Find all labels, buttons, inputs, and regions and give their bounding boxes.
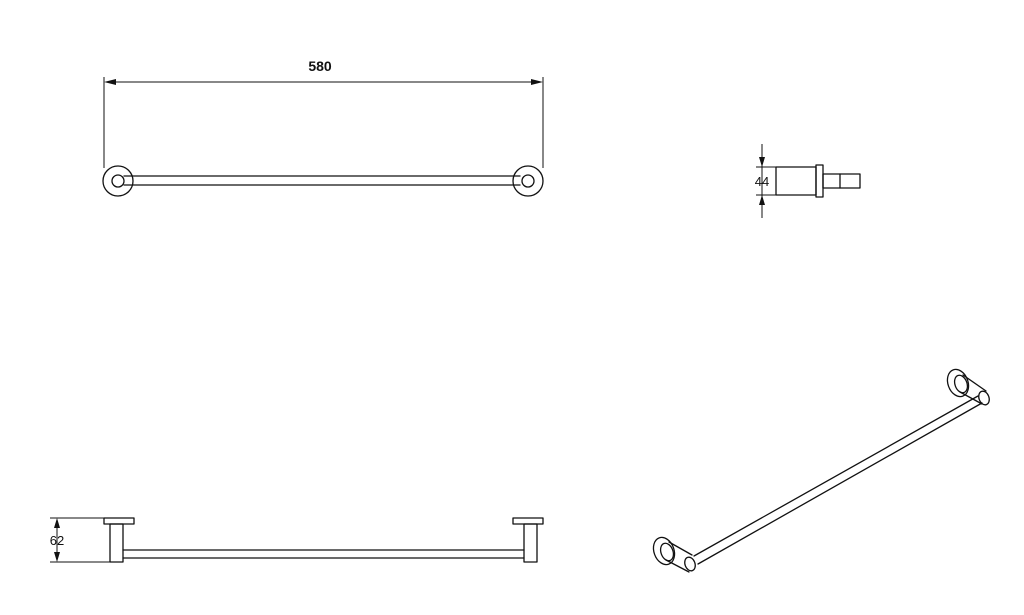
depth-arrow-bottom (759, 195, 765, 205)
iso-right-post-top (962, 374, 987, 392)
iso-right-post-end (978, 390, 990, 406)
iso-left-rosette (652, 536, 676, 566)
side-bar-stub (822, 173, 861, 189)
depth-arrow-top (759, 157, 765, 167)
iso-right-post-bottom (959, 391, 983, 405)
front-view: 62 (50, 517, 544, 563)
iso-right-rosette (946, 368, 970, 398)
length-dimension-label: 580 (308, 58, 332, 74)
side-mount-body (775, 166, 817, 196)
front-left-post (109, 523, 124, 563)
side-view: 44 44 (755, 144, 861, 218)
height-arrow-bottom (54, 552, 60, 562)
left-wall-rosette (102, 165, 134, 197)
iso-left-rosette-inner (659, 542, 675, 562)
iso-left-post-end (684, 556, 696, 572)
front-right-post (523, 523, 538, 563)
side-mount-flange (815, 164, 824, 198)
depth-dimension-text: 44 (755, 174, 769, 189)
dimension-arrow-left (104, 79, 116, 85)
height-arrow-top (54, 518, 60, 528)
front-right-plate (512, 517, 544, 525)
front-left-plate (103, 517, 135, 525)
iso-left-post-bottom (665, 559, 690, 573)
iso-left-post-top (668, 541, 693, 556)
dimension-arrow-right (531, 79, 543, 85)
iso-right-rosette-inner (953, 374, 969, 394)
height-dimension-text: 62 (50, 533, 64, 548)
top-view: 580 (102, 58, 544, 197)
isometric-view (652, 368, 990, 573)
left-rosette-inner (111, 174, 125, 188)
right-rosette-inner (521, 174, 535, 188)
iso-bar-bottom (697, 402, 983, 565)
iso-bar-top (693, 395, 979, 557)
right-wall-rosette (512, 165, 544, 197)
